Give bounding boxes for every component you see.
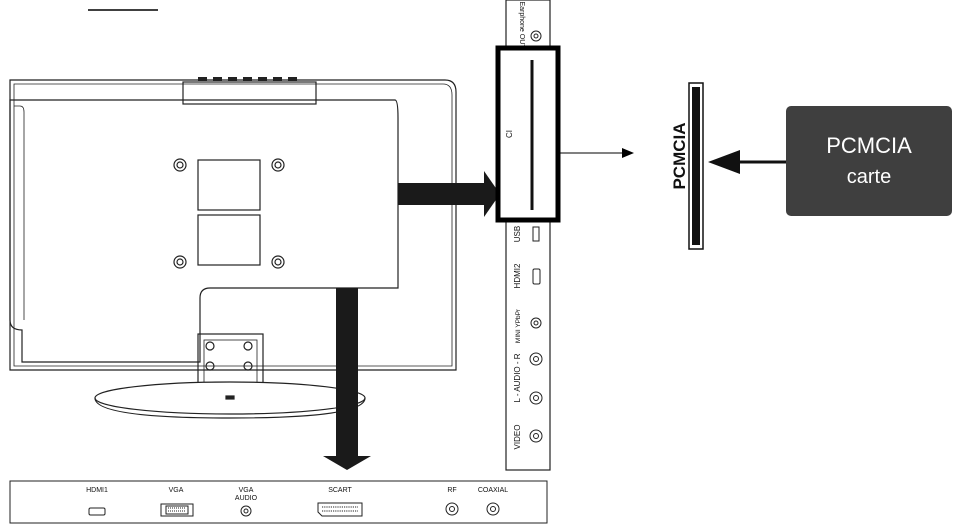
video-jack-icon [529,429,543,443]
usb-port-icon [532,226,540,242]
hdmi1-port-icon [88,507,106,516]
scart-port-icon [317,502,363,517]
rf-jack-icon [445,502,459,516]
pcmcia-slot-label: PCMCIA [670,122,689,189]
scart-label: SCART [328,487,352,494]
ci-label: CI [505,130,514,138]
earphone-jack-icon [530,30,542,42]
mini-ypbpr-label: MINI YPbPr [515,308,522,343]
vesa-plate-upper [197,159,261,211]
pcmcia-card-subtitle: carte [847,166,891,188]
tv-outer-body [9,79,457,371]
vesa-plate-lower [197,214,261,266]
vga-audio-label-line2: AUDIO [235,495,258,502]
vga-audio-jack-icon [240,505,252,517]
ci-slot-highlight [495,45,561,223]
hdmi2-label: HDMI2 [513,263,522,288]
pcmcia-card [786,106,952,216]
vga-label: VGA [169,487,184,494]
rf-label: RF [447,487,456,494]
ci-to-pcmcia-arrow [558,148,634,158]
hdmi1-label: HDMI1 [86,487,108,494]
earphone-out-label: Earphone OUT [518,1,525,49]
tv-back-view [9,77,457,419]
vga-audio-label-line1: VGA [239,487,254,494]
audio-l-jack-icon [529,391,543,405]
pcmcia-card-title: PCMCIA [826,133,912,158]
mini-ypbpr-jack-icon [530,317,542,329]
video-label: VIDEO [513,425,522,450]
hdmi2-port-icon [532,268,541,285]
bottom-connector-panel: HDMI1 VGA VGA AUDIO SCART RF COAXIAL [9,480,548,524]
tv-back-plate [9,99,399,363]
coaxial-label: COAXIAL [478,487,508,494]
pcmcia-slot-bar [688,82,704,250]
audio-r-jack-icon [529,352,543,366]
vesa-screws [173,158,285,269]
tv-handle [182,81,317,105]
arrow-to-bottom-panel [323,288,371,470]
coaxial-jack-icon [486,502,500,516]
card-insert-arrow [708,150,786,174]
vga-port-icon [160,503,194,517]
arrow-to-side-panel [398,171,500,217]
usb-label: USB [513,226,522,242]
side-connector-panel: Earphone OUT CI USB HDMI2 MINI YPbPr L -… [495,0,561,471]
tv-top-vents [198,77,297,81]
audio-label: L - AUDIO - R [513,353,522,402]
